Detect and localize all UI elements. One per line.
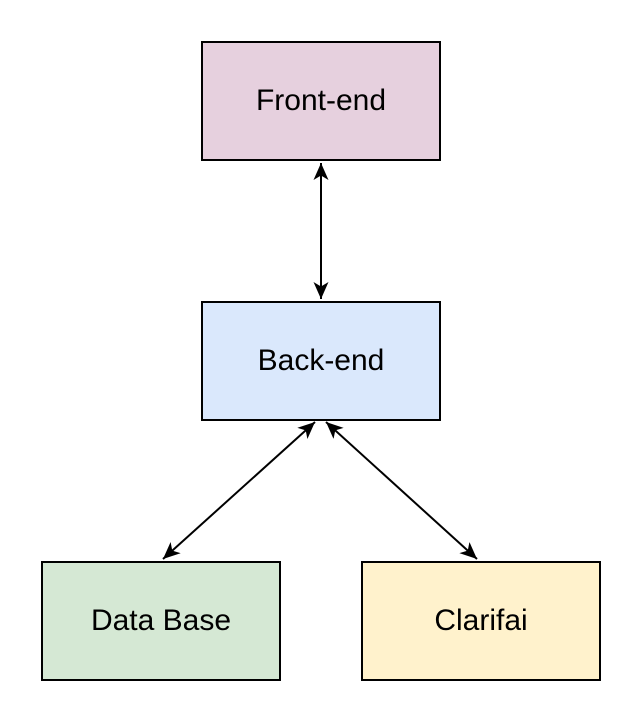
- node-database: Data Base: [41, 561, 281, 681]
- node-clarifai-label: Clarifai: [434, 604, 528, 637]
- node-clarifai: Clarifai: [361, 561, 601, 681]
- node-front-end-label: Front-end: [255, 84, 387, 117]
- node-back-end-label: Back-end: [257, 344, 385, 377]
- edge-backend-database-arrow: [162, 421, 316, 560]
- node-front-end: Front-end: [201, 41, 441, 161]
- node-back-end: Back-end: [201, 301, 441, 421]
- node-database-label: Data Base: [90, 604, 232, 637]
- edge-backend-clarifai-arrow: [325, 421, 478, 560]
